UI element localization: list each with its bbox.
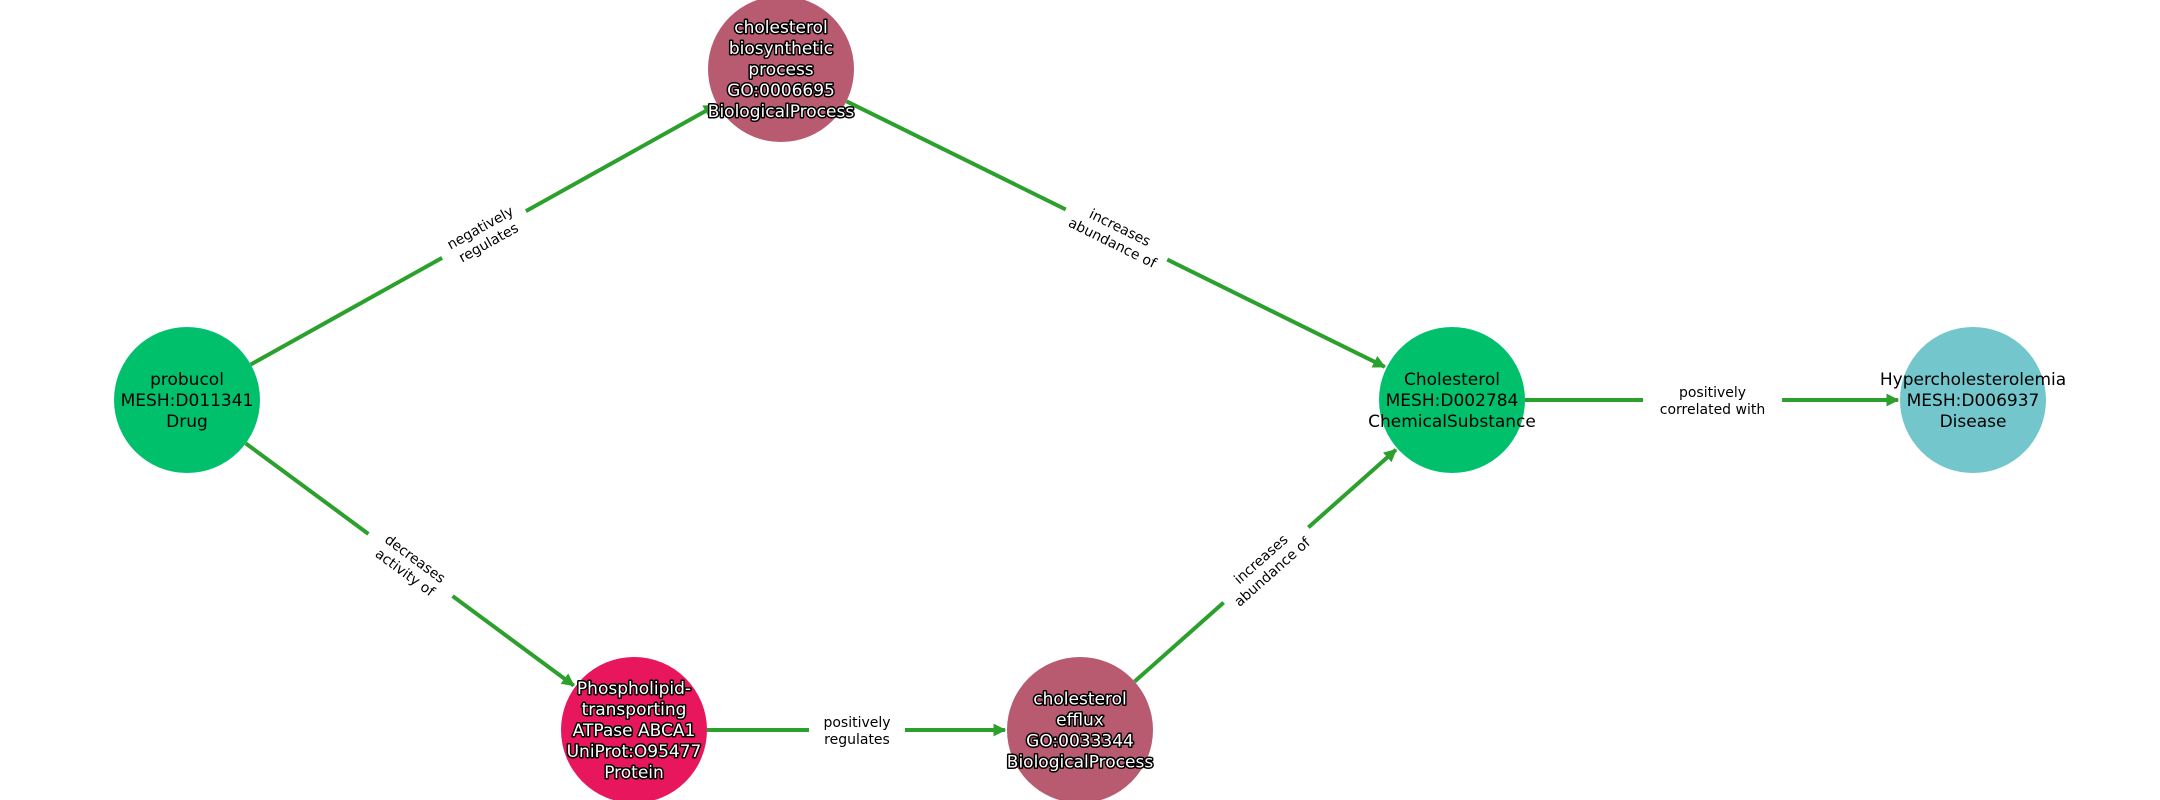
node-efflux[interactable]: cholesteroleffluxGO:0033344BiologicalPro…: [1005, 657, 1155, 800]
node-label-line: Phospholipid-: [577, 679, 691, 699]
node-label-line: process: [748, 60, 813, 80]
node-label-line: cholesterol: [734, 18, 827, 38]
edge-label-line: positively: [1679, 385, 1746, 401]
edge-label-line: correlated with: [1660, 402, 1765, 418]
edge-label-line: positively: [823, 715, 890, 731]
node-label-line: probucol: [150, 370, 224, 390]
node-label-line: Hypercholesterolemia: [1880, 370, 2066, 390]
node-label-line: Disease: [1940, 412, 2007, 432]
node-label-line: Cholesterol: [1404, 370, 1500, 390]
node-circle[interactable]: [708, 0, 854, 142]
node-label-line: MESH:D006937: [1907, 391, 2040, 411]
node-label-line: transporting: [582, 700, 687, 720]
node-label-line: BiologicalProcess: [1007, 753, 1154, 773]
node-label-line: Protein: [604, 763, 664, 783]
node-circle[interactable]: [561, 657, 707, 800]
node-label-line: cholesterol: [1033, 690, 1126, 710]
node-label-line: BiologicalProcess: [708, 102, 855, 122]
node-label-line: MESH:D011341: [121, 391, 254, 411]
node-label-line: Drug: [166, 412, 208, 432]
node-label-line: efflux: [1056, 711, 1104, 731]
node-bioproc[interactable]: cholesterolbiosyntheticprocessGO:0006695…: [706, 0, 856, 142]
node-label-line: GO:0006695: [727, 81, 835, 101]
node-label-line: MESH:D002784: [1386, 391, 1519, 411]
edge-label-line: regulates: [824, 732, 890, 748]
node-label-line: GO:0033344: [1026, 732, 1134, 752]
node-circle[interactable]: [1007, 657, 1153, 800]
node-circle[interactable]: [1379, 327, 1525, 473]
node-label-line: ATPase ABCA1: [573, 721, 696, 741]
node-label-line: UniProt:O95477: [567, 742, 702, 762]
node-circle[interactable]: [114, 327, 260, 473]
node-circle[interactable]: [1900, 327, 2046, 473]
node-label-line: biosynthetic: [729, 39, 833, 59]
node-label-line: ChemicalSubstance: [1368, 412, 1536, 432]
